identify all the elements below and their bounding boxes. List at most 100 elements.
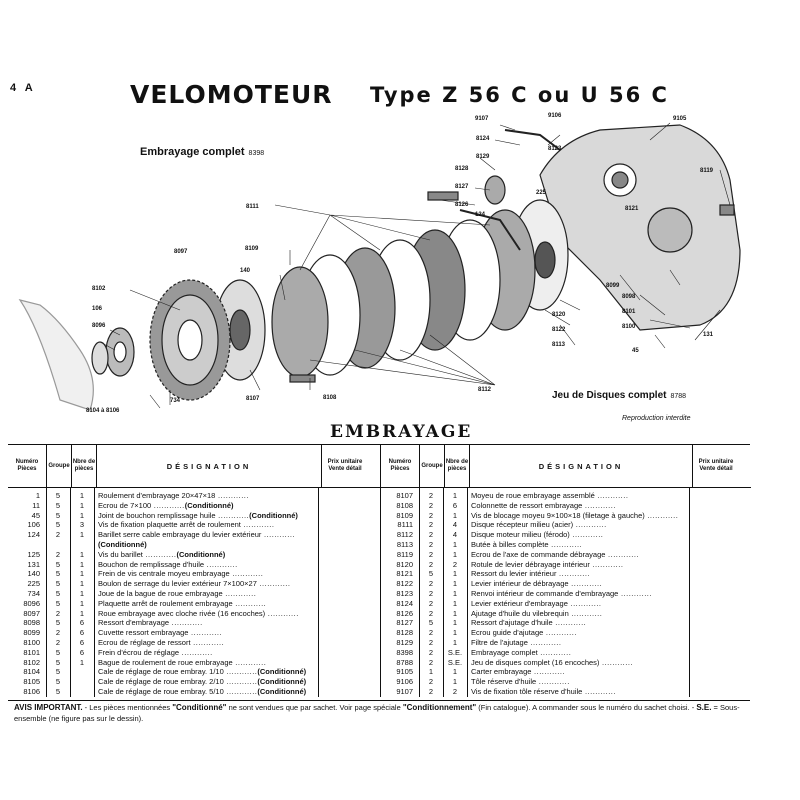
part-designation-text: Ecrou de réglage de ressort — [98, 637, 191, 647]
carter-shape — [539, 124, 741, 331]
part-group: 5 — [55, 520, 61, 530]
part-group: 5 — [55, 588, 61, 598]
part-count: 1 — [452, 579, 458, 589]
part-count: 4 — [452, 520, 458, 530]
part-count: 2 — [452, 559, 458, 569]
part-count: 1 — [452, 637, 458, 647]
part-number: 8100 — [23, 637, 40, 647]
header-numero: Numéro Pièces — [8, 445, 47, 487]
part-group: 5 — [55, 686, 61, 696]
part-count: S.E. — [447, 647, 463, 657]
part-price — [689, 530, 735, 540]
part-price — [318, 520, 364, 530]
part-group: 2 — [428, 520, 434, 530]
part-designation: Ecrou guide d'ajutage ............ — [471, 628, 577, 638]
part-designation: Vis de blocage moyeu 9×100×18 (filetage … — [471, 510, 679, 520]
part-price — [318, 530, 364, 540]
part-number: 8109 — [396, 510, 413, 520]
part-price — [318, 638, 364, 648]
part-designation-text: Cuvette ressort embrayage — [98, 628, 189, 638]
notice-conditionnement: "Conditionnement" — [402, 703, 477, 712]
part-count: 1 — [452, 618, 458, 628]
diagram-label: 8121 — [625, 206, 639, 212]
diagram-label: 8129 — [476, 154, 490, 160]
part-designation: Renvoi intérieur de commande d'embrayage… — [471, 588, 652, 598]
part-number: 9105 — [396, 667, 413, 677]
parts-table-left: Numéro Pièces Groupe Nbre de pièces DÉSI… — [8, 445, 380, 697]
part-conditionne: (Conditionné) — [98, 539, 147, 549]
exploded-diagram: 9107 9106 9105 8124 8123 8129 8119 8128 … — [18, 113, 741, 414]
part-designation-text: Ecrou de l'axe de commande débrayage — [471, 549, 606, 559]
part-number: 8129 — [396, 637, 413, 647]
page-number: 4 A — [10, 82, 36, 94]
part-designation: Cale de réglage de roue embray. 5/10 ...… — [98, 686, 307, 696]
part-group: 2 — [428, 549, 434, 559]
table-row: 8111 2 4 Disque récepteur milieu (acier) ..… — [381, 520, 751, 530]
part-number: 106 — [27, 520, 40, 530]
disc-set-caption-ref: 8788 — [670, 393, 687, 400]
part-number: 1 — [35, 491, 40, 500]
part-group: 2 — [428, 677, 434, 687]
part-designation: Ajutage d'huile du vilebrequin .........… — [471, 608, 603, 618]
part-designation: Boulon de serrage du levier extérieur 7×… — [98, 579, 291, 589]
part-designation-text: Ressort d'ajutage d'huile — [471, 618, 553, 628]
part-designation-text: Colonnette de ressort embrayage — [471, 500, 583, 510]
part-price — [318, 569, 364, 579]
part-designation: Cuvette ressort embrayage ............ — [98, 628, 223, 638]
part-count: 1 — [79, 657, 85, 667]
part-group: 5 — [55, 500, 61, 510]
diagram-label: 8098 — [622, 294, 636, 300]
part-group: 5 — [55, 647, 61, 657]
part-group: 5 — [55, 491, 61, 500]
diagram-label: 45 — [632, 348, 639, 354]
part-designation: Ressort du levier intérieur ............ — [471, 569, 591, 579]
diagram-label: 8123 — [548, 146, 562, 152]
part-number: 8097 — [23, 608, 40, 618]
part-count: 1 — [452, 628, 458, 638]
part-price — [318, 511, 364, 521]
part-count: 1 — [452, 608, 458, 618]
part-price — [318, 658, 364, 668]
part-designation: Disque récepteur milieu (acier) ........… — [471, 520, 607, 530]
part-number: 8121 — [396, 569, 413, 579]
diagram-label: 225 — [536, 190, 547, 196]
part-count: 1 — [452, 569, 458, 579]
part-count: 1 — [79, 549, 85, 559]
part-price — [689, 540, 735, 550]
part-designation-text: Barillet serre cable embrayage du levier… — [98, 530, 262, 540]
diagram-label: 8126 — [455, 202, 469, 208]
part-count: 2 — [452, 686, 458, 696]
part-designation: Roulement d'embrayage 20×47×18 .........… — [98, 491, 249, 500]
part-count: 1 — [79, 569, 85, 579]
part-count: 1 — [79, 598, 85, 608]
part-price — [689, 599, 735, 609]
part-number: 225 — [27, 579, 40, 589]
part-price — [318, 491, 364, 501]
diagram-label: 8112 — [478, 387, 492, 393]
page-title: VELOMOTEUR — [130, 80, 333, 109]
part-group: 5 — [55, 510, 61, 520]
part-number: 8111 — [397, 520, 413, 530]
part-designation-text: Cale de réglage de roue embray. 2/10 — [98, 677, 224, 687]
part-designation: (Conditionné) — [94, 540, 318, 550]
part-designation-text: Frein de vis centrale moyeu embrayage — [98, 569, 230, 579]
part-number: 140 — [27, 569, 40, 579]
assembly-caption-ref: 8398 — [248, 150, 265, 157]
part-count — [70, 540, 94, 550]
diagram-label: 131 — [703, 332, 714, 338]
part-number: 45 — [31, 510, 40, 520]
part-group: 2 — [428, 500, 434, 510]
part-designation: Roue embrayage avec cloche rivée (16 enc… — [98, 608, 299, 618]
part-designation: Ecrou de réglage de ressort ............ — [98, 637, 225, 647]
table-row: (Conditionné) — [8, 540, 380, 550]
part-designation: Tôle réserve d'huile ............ — [471, 677, 570, 687]
